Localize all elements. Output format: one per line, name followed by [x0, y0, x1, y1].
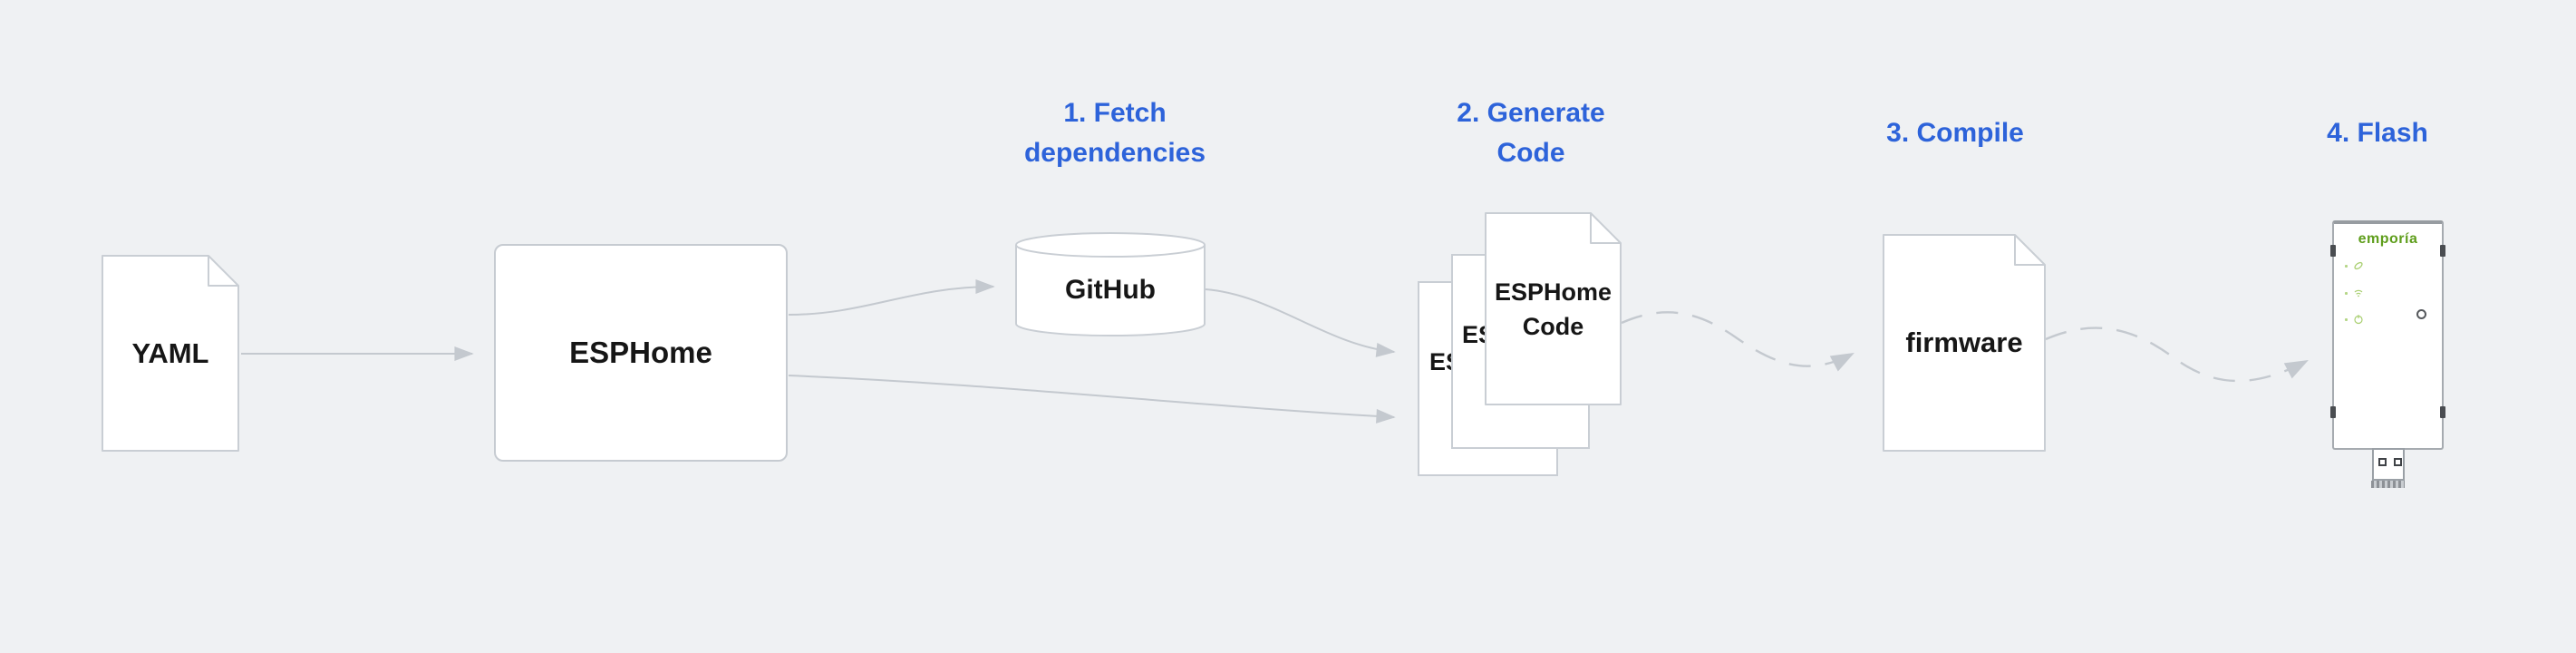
emporia-logo: emporía: [2358, 231, 2418, 247]
yaml-document-shape: [102, 255, 239, 452]
dashed-arrows: [1621, 311, 2309, 383]
folded-corner-icon: [208, 256, 238, 287]
code-document-front-shape: [1485, 212, 1622, 405]
document-outline: [1485, 212, 1622, 405]
link-icon: [2354, 261, 2363, 270]
emporia-device: emporía: [2330, 220, 2445, 488]
device-body: [2332, 220, 2444, 450]
device-clip: [2440, 245, 2445, 257]
document-outline: [1883, 234, 2046, 452]
firmware-document-shape: [1883, 234, 2046, 452]
device-button: [2416, 309, 2426, 319]
solid-arrows: [241, 279, 1396, 424]
indicator-row: [2345, 314, 2364, 325]
esphome-node: ESPHome: [494, 244, 788, 462]
cylinder-body: [1015, 232, 1206, 336]
led-dot: [2345, 317, 2348, 321]
indicator-row: [2345, 288, 2364, 298]
led-dot: [2345, 291, 2348, 295]
cylinder-rim: [1015, 244, 1206, 258]
usb-connector: [2372, 448, 2405, 481]
document-outline: [102, 255, 239, 452]
folded-corner-icon: [2014, 235, 2045, 266]
arrow-esphome-to-code: [788, 375, 1396, 424]
wifi-icon: [2354, 289, 2363, 297]
device-clip: [2330, 245, 2336, 257]
folded-corner-icon: [1590, 213, 1621, 244]
github-cylinder: [1015, 232, 1206, 336]
device-clip: [2330, 406, 2336, 418]
led-dot: [2345, 264, 2348, 268]
esphome-label: ESPHome: [569, 336, 712, 369]
usb-contact: [2378, 458, 2387, 466]
arrow-esphome-to-github: [788, 279, 995, 316]
usb-tip: [2371, 481, 2405, 488]
power-icon: [2354, 315, 2363, 325]
step-label-flash: 4. Flash: [2327, 118, 2428, 148]
indicator-row: [2345, 260, 2364, 271]
usb-contact: [2394, 458, 2402, 466]
arrow-code-to-firmware: [1621, 311, 1855, 372]
arrow-firmware-to-device: [2045, 326, 2309, 383]
device-clip: [2440, 406, 2445, 418]
arrow-github-to-code: [1205, 288, 1396, 357]
step-label-fetch-dependencies: 1. Fetch dependencies: [1023, 98, 1206, 168]
step-label-generate-code: 2. Generate Code: [1457, 98, 1605, 168]
step-label-compile: 3. Compile: [1886, 118, 2024, 148]
